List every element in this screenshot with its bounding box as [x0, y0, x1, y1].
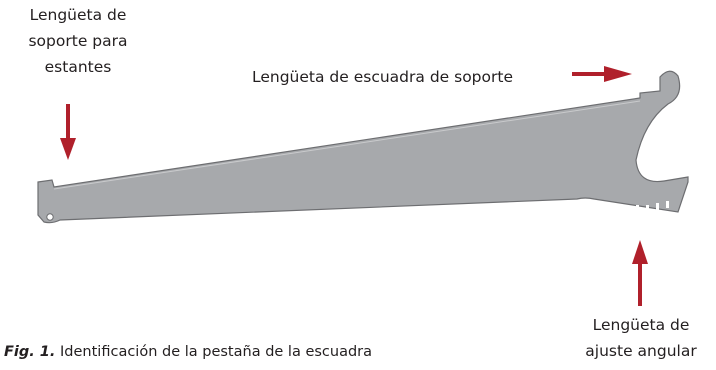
- shelf-bracket: [37, 70, 689, 224]
- bracket-tab-label: Lengüeta de escuadra de soporte: [252, 68, 513, 86]
- bracket-top-bevel: [53, 100, 641, 190]
- angle-tab-label-line1: Lengüeta de: [592, 316, 690, 334]
- figure-caption-text: Identificación de la pestaña de la escua…: [55, 344, 373, 360]
- angle-tab-label-line2: ajuste angular: [585, 342, 697, 360]
- shelf-tab-label-line2: soporte para: [28, 32, 128, 50]
- angle-notch: [656, 203, 659, 210]
- figure-caption: Fig. 1. Identificación de la pestaña de …: [4, 344, 372, 360]
- bracket-tab-arrow: [572, 66, 632, 82]
- angle-notch: [666, 201, 669, 208]
- angle-tab-label: Lengüeta de ajuste angular: [566, 312, 716, 364]
- mounting-hole: [46, 213, 54, 221]
- shelf-tab-label: Lengüeta de soporte para estantes: [8, 2, 148, 80]
- shelf-tab-label-line3: estantes: [44, 58, 112, 76]
- figure-number: Fig. 1.: [4, 344, 56, 360]
- angle-tab-arrow: [632, 240, 648, 306]
- angle-notch: [636, 205, 639, 212]
- shelf-tab-arrow: [60, 104, 76, 160]
- angle-notch: [646, 205, 649, 212]
- shelf-tab-label-line1: Lengüeta de: [29, 6, 127, 24]
